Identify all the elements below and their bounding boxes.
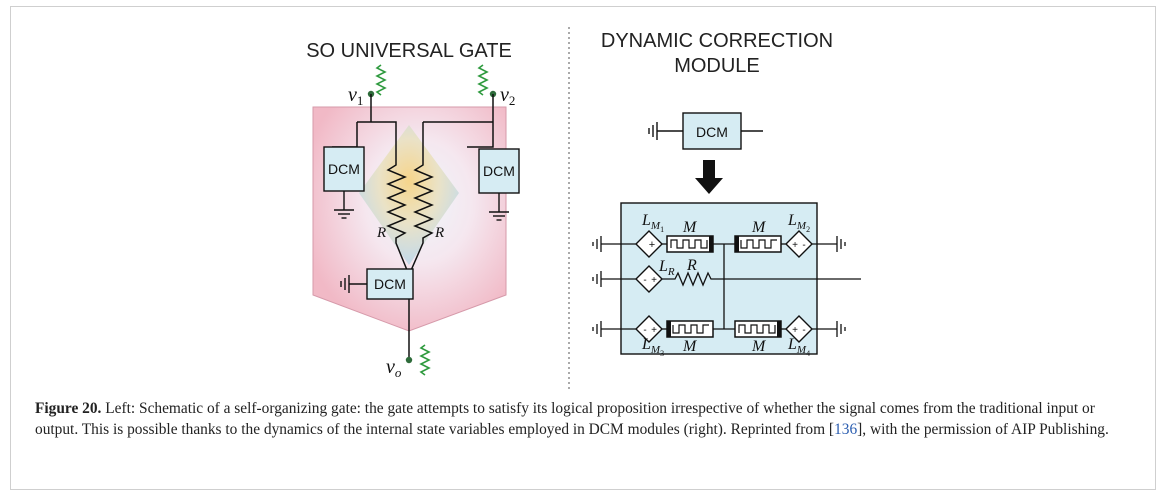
lm3-label: LM3 xyxy=(641,336,664,358)
caption-label: Figure 20. xyxy=(35,400,102,417)
row1-left-ground xyxy=(592,236,602,252)
v1-source-spring xyxy=(375,64,387,96)
m-row3-left xyxy=(666,320,714,338)
m-row1-right xyxy=(734,235,782,253)
m-label-3: M xyxy=(682,338,698,355)
row2-left-ground xyxy=(592,271,602,287)
row3-left-ground xyxy=(592,321,602,337)
m-label-1: M xyxy=(682,219,698,236)
lr-minus: - xyxy=(643,275,646,286)
citation-link[interactable]: 136 xyxy=(834,420,858,438)
lm2-minus: - xyxy=(802,240,805,251)
left-resistor-label: R xyxy=(376,225,386,241)
right-resistor xyxy=(408,147,434,276)
top-dcm-ground xyxy=(648,122,658,140)
caption-text: Left: Schematic of a self-organizing gat… xyxy=(35,400,1095,438)
left-dcm-label: DCM xyxy=(328,161,360,177)
v1-label: v1 xyxy=(348,84,363,108)
left-dcm-box xyxy=(323,146,365,192)
row3-right-ground xyxy=(836,321,846,337)
top-dcm-box xyxy=(682,112,742,150)
lm2-label: LM2 xyxy=(787,212,810,234)
lm4-minus: - xyxy=(802,325,805,336)
figure-area: SO UNIVERSAL GATE v1 v2 DCM xyxy=(11,7,1157,397)
left-title: SO UNIVERSAL GATE xyxy=(306,40,512,62)
right-title-line2: MODULE xyxy=(674,55,760,77)
row1-right-ground xyxy=(836,236,846,252)
expand-arrow xyxy=(695,160,723,194)
lm3-minus: - xyxy=(643,325,646,336)
top-dcm-label: DCM xyxy=(696,124,728,140)
left-resistor xyxy=(386,147,410,276)
right-title-line1: DYNAMIC CORRECTION xyxy=(601,30,833,52)
lr-plus: + xyxy=(651,275,657,286)
gate-core-glow xyxy=(359,125,459,265)
lm2-plus: + xyxy=(792,240,798,251)
lm4-label: LM4 xyxy=(787,336,810,358)
lm3-plus: + xyxy=(651,325,657,336)
v2-source-spring xyxy=(477,64,489,96)
bottom-dcm-ground xyxy=(340,275,350,293)
lr-label: LR xyxy=(658,258,675,278)
bottom-dcm-box xyxy=(366,268,414,300)
caption-text-end: ], with the permission of AIP Publishing… xyxy=(857,420,1109,438)
figure-diagram: SO UNIVERSAL GATE v1 v2 DCM xyxy=(306,27,861,389)
m-row1-left xyxy=(666,235,714,253)
m-row3-right xyxy=(734,320,782,338)
lr-resistor xyxy=(662,271,861,287)
lm4-plus: + xyxy=(792,325,798,336)
m-label-2: M xyxy=(751,219,767,236)
vo-terminal xyxy=(405,356,413,364)
lm1-plus: + xyxy=(649,239,655,251)
vo-label: vo xyxy=(386,356,402,380)
r-label-dcm: R xyxy=(686,257,697,274)
m-label-4: M xyxy=(751,338,767,355)
v2-label: v2 xyxy=(500,84,515,108)
vo-source-spring xyxy=(419,344,431,376)
figure-frame: SO UNIVERSAL GATE v1 v2 DCM xyxy=(10,6,1156,490)
right-resistor-label: R xyxy=(434,225,444,241)
bottom-dcm-label: DCM xyxy=(374,276,406,292)
right-dcm-label: DCM xyxy=(483,163,515,179)
lm1-label: LM1 xyxy=(641,212,664,234)
figure-caption: Figure 20. Left: Schematic of a self-org… xyxy=(35,399,1135,440)
